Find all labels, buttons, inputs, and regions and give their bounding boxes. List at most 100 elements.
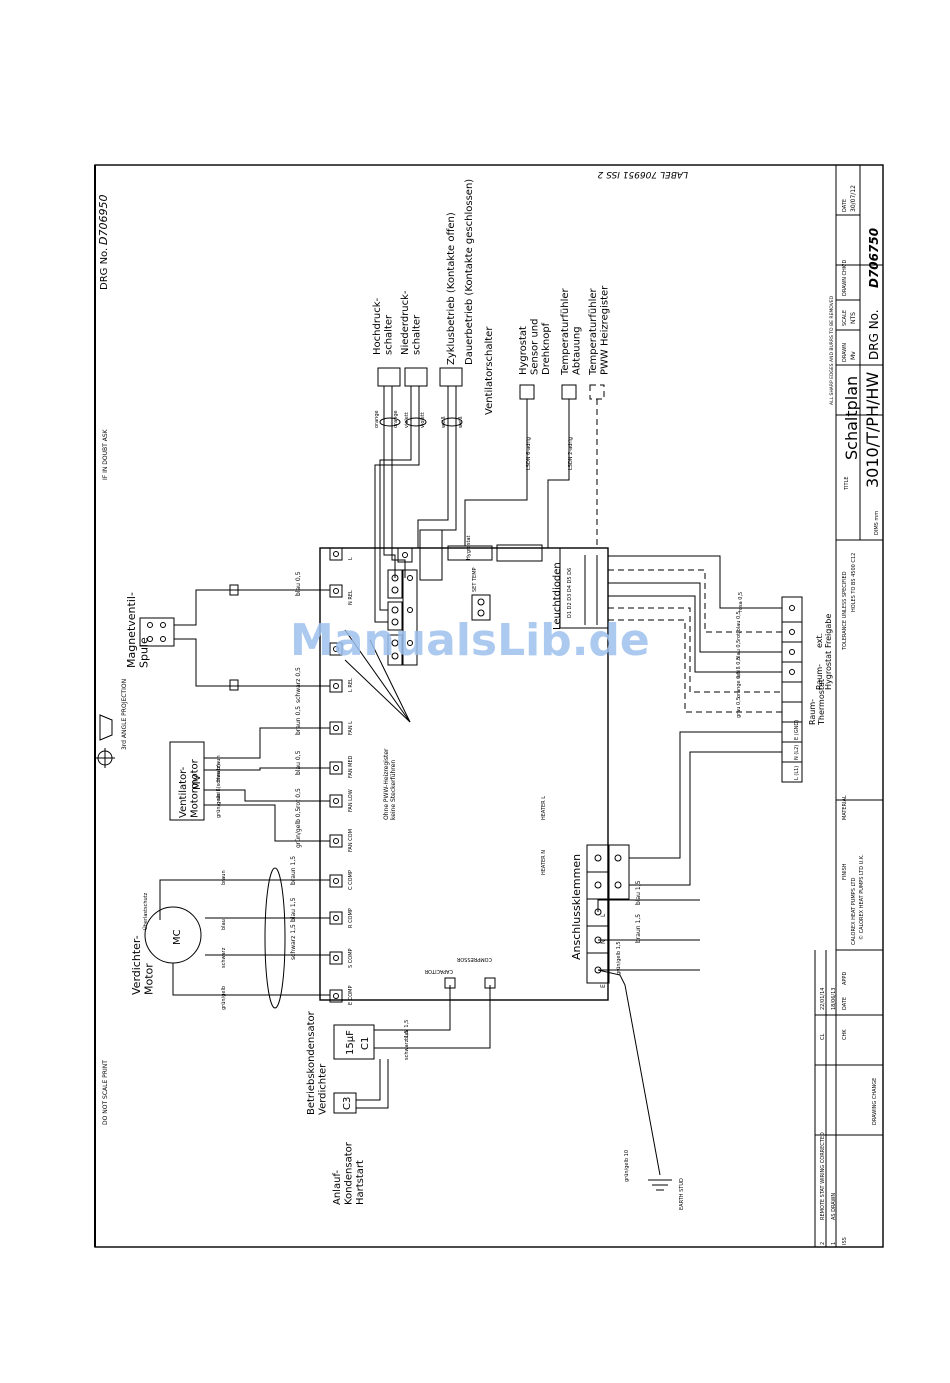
wire-label-braun-fan: braun xyxy=(216,755,222,770)
ohne-pww-note: Ohne PWW-Heizregisterkeine Steckerführen xyxy=(383,748,397,820)
temp-sensor-abtauung xyxy=(561,384,577,400)
wire-label-blau-comp: blau xyxy=(221,919,227,930)
temp-sensor-pww xyxy=(589,384,605,400)
niederdruck-switch xyxy=(404,367,428,387)
drg-number-top: D706950 xyxy=(97,195,110,245)
scale-value: NTS xyxy=(850,312,857,324)
anschluss-term-e: E xyxy=(600,984,607,988)
room-control-terminals xyxy=(781,596,803,723)
ventilatorschalter-label: Ventilatorschalter xyxy=(484,326,495,415)
ventilator-switch xyxy=(439,367,463,387)
rev-1-change: AS DRAWN xyxy=(831,1193,837,1220)
do-not-scale-note: DO NOT SCALE PRINT xyxy=(102,1060,109,1125)
wire-label-weiss-1: weiß xyxy=(441,416,447,428)
wire-label-gruengelb-fan: grün/gelb xyxy=(216,794,222,818)
ext-freigabe-label: ext.Freigabe xyxy=(815,614,833,648)
capacitor-label: CAPACITOR xyxy=(424,968,453,974)
wire-label-braun05: braun 0,5 xyxy=(295,706,302,735)
pww-note-pointer xyxy=(344,659,411,723)
compressor-label: COMPRESSOR xyxy=(456,956,492,962)
dims-note: DIMS mm xyxy=(874,511,880,535)
term-l: L xyxy=(348,557,354,560)
hygrostat-sensor-label: HygrostatSensor undDrehknopf xyxy=(518,319,552,375)
scale-label: SCALE xyxy=(842,310,848,326)
c1-label: C1 xyxy=(360,1037,371,1050)
temp-abtauung-label: TemperaturfühlerAbtauung xyxy=(560,287,583,376)
control-board xyxy=(319,547,609,1001)
rev-1-date: 18/06/13 xyxy=(831,988,837,1010)
wire-label-rot05: rot 0,5 xyxy=(295,788,302,808)
hochdruck-switch xyxy=(377,367,401,387)
wire-label-orange05: orange 0,5 xyxy=(736,671,742,698)
finish-label: FINISH xyxy=(842,863,848,880)
rev-2-date: 22/01/14 xyxy=(820,988,826,1010)
wire-label-braun15-comp: braun 1,5 xyxy=(290,856,297,885)
rev-2-change: REMOTE STAT WIRING CORRECTED xyxy=(820,1132,826,1220)
hp-lp-terminal-block xyxy=(387,547,418,666)
leuchtdioden-label: Leuchtdioden xyxy=(552,562,563,630)
wire-label-blau05-fan: blau 0,5 xyxy=(295,750,302,775)
holes-note: HOLES TO BS 4500 C12 xyxy=(851,553,857,612)
term-e-comp: E COMP xyxy=(348,985,354,1005)
rev-header-iss: ISS xyxy=(842,1237,848,1245)
drg-label-top: DRG No. xyxy=(99,248,110,290)
wire-label-gruengelb10: grün/gelb 10 xyxy=(624,1150,630,1182)
rev-header-change: DRAWING CHANGE xyxy=(872,1078,878,1125)
wire-label-schwarz-comp: schwarz xyxy=(221,947,227,968)
earth-stud-label: EARTH STUD xyxy=(679,1178,685,1210)
date-label: DATE xyxy=(842,199,848,212)
raum-thermostat-label: Raum-Thermostat xyxy=(808,679,826,726)
hygrostat-sensor xyxy=(519,384,535,400)
anschluss-term-l: L xyxy=(600,913,607,917)
drawn-by: Mv xyxy=(850,351,857,360)
term-l-rel: L REL xyxy=(348,678,354,692)
mc-label: MC xyxy=(172,929,183,945)
wire-label-blau05b: blau 0,5 xyxy=(736,640,742,660)
set-temp-knob xyxy=(471,594,491,621)
c1-value-label: 15µF xyxy=(345,1030,356,1055)
projection-note: 3rd ANGLE PROJECTION xyxy=(121,679,128,750)
raum-hygrostat-label: Raum-Hygrostat xyxy=(815,651,833,690)
rev-header-date: DATE xyxy=(842,997,848,1010)
temp-pww-label: TemperaturfühlerPWW Heizregister xyxy=(588,285,611,376)
copyright: © CALOREX HEAT PUMPS LTD U.K. xyxy=(858,854,865,940)
term-r-comp: R COMP xyxy=(348,908,354,928)
c3-label: C3 xyxy=(342,1097,353,1110)
wire-label-orange-1: orange xyxy=(374,410,380,428)
projection-cone-icon xyxy=(99,714,113,741)
wire-label-rot-blau: rot/blau 0,5 xyxy=(736,611,742,640)
hochdruck-label: Hochdruck-schalter xyxy=(372,297,395,355)
niederdruck-label: Niederdruck-schalter xyxy=(400,290,423,355)
board-left-terminals xyxy=(329,547,343,1003)
set-temp-label: SET TEMP xyxy=(472,567,478,592)
wire-label-schwarz15: schwarz 1,5 xyxy=(290,924,297,960)
mv-label: MV xyxy=(192,774,203,790)
wire-label-schwarz05: schwarz 0,5 xyxy=(295,667,302,703)
led-block xyxy=(559,547,609,629)
wire-label-blau15-cap: blau 1,5 xyxy=(404,1020,410,1040)
wire-label-rosa: rosa 0,5 xyxy=(738,592,744,612)
capacitor-c1 xyxy=(333,1024,375,1060)
anschlussklemmen-label: Anschlussklemmen xyxy=(570,854,583,960)
wire-label-weiss05: weiß 0,5 xyxy=(736,657,742,678)
heater-n-label: HEATER N xyxy=(541,850,547,875)
ventilator-motor-label: Ventilator-Motormotor xyxy=(178,758,201,818)
sharp-edges-note: ALL SHARP EDGES AND BURRS TO BE REMOVED xyxy=(829,295,835,405)
wire-label-lsdn6: LSDN 6-adrig xyxy=(526,437,532,470)
drawn-label: DRAWN xyxy=(842,343,848,362)
wire-label-blau05: blau 0,5 xyxy=(295,571,302,596)
wire-label-gruengelb15: grün/gelb 1,5 xyxy=(616,941,622,975)
term-fan-com: FAN COM xyxy=(348,829,354,852)
rev-header-by: CHK xyxy=(842,1029,848,1040)
dauer-label: Dauerbetrieb (Kontakte geschlossen) xyxy=(464,179,475,365)
term-fan-l: FAN L xyxy=(348,721,354,735)
if-in-doubt-note: IF IN DOUBT ASK xyxy=(102,428,109,480)
wire-label-weiss-2: weiß xyxy=(458,416,464,428)
remote-term-l: L (L1) xyxy=(794,766,800,780)
wire-label-gruengelb-comp: grün/gelb xyxy=(221,986,227,1010)
term-s-comp: S COMP xyxy=(348,948,354,968)
material-label: MATERIAL xyxy=(842,795,848,820)
label-ref: LABEL 706951 ISS 2 xyxy=(597,169,688,179)
title-block xyxy=(814,165,883,1247)
